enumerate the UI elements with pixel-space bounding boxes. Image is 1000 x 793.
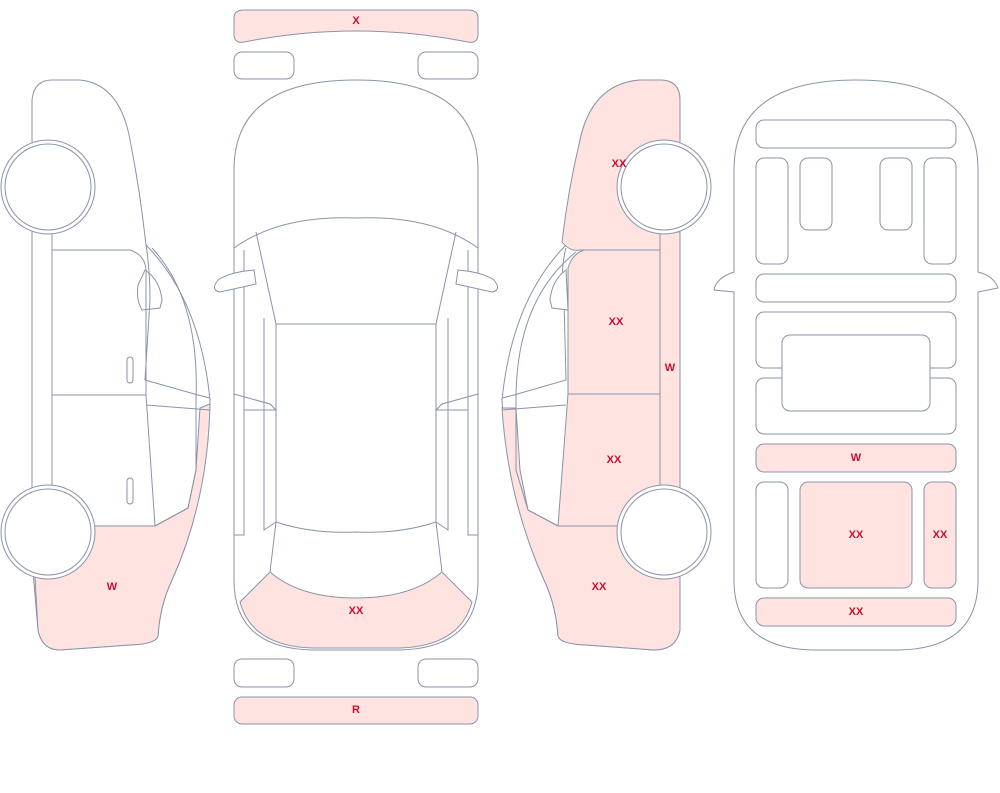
right-front-fender-label: XX bbox=[612, 158, 627, 170]
left-door-outline bbox=[52, 249, 156, 527]
left-rear-wheel-rim bbox=[4, 488, 92, 576]
rear-floor-strip-label: W bbox=[851, 452, 862, 464]
left-pillar-line bbox=[144, 244, 211, 399]
center-console bbox=[781, 334, 931, 412]
right-side-view: XX XX XX W XX bbox=[501, 79, 712, 651]
left-mirror bbox=[137, 269, 163, 311]
left-front-door-handle bbox=[126, 356, 134, 384]
right-door-line bbox=[435, 318, 449, 531]
right-body-line bbox=[467, 250, 478, 536]
front-left-seat bbox=[799, 157, 833, 231]
left-belt-top bbox=[233, 393, 278, 411]
front-left-footwell bbox=[755, 157, 789, 265]
trunk-floor-panel[interactable] bbox=[799, 481, 913, 589]
front-right-light bbox=[417, 51, 479, 80]
rear-floor-strip-panel[interactable] bbox=[755, 443, 957, 473]
right-a-pillar bbox=[435, 231, 457, 325]
front-bumper-panel[interactable] bbox=[233, 9, 479, 43]
left-a-pillar bbox=[255, 231, 277, 325]
left-window-line bbox=[151, 247, 197, 527]
left-side-view: W bbox=[0, 79, 211, 651]
front-right-footwell bbox=[923, 157, 957, 265]
rear-panel[interactable] bbox=[755, 597, 957, 627]
rear-window-line bbox=[233, 217, 479, 249]
front-left-light bbox=[233, 51, 295, 80]
right-belt-top bbox=[434, 393, 479, 411]
roof-panel bbox=[275, 323, 437, 533]
left-rear-door-handle bbox=[126, 477, 134, 505]
windshield-line bbox=[269, 521, 443, 573]
top-view: X XX R bbox=[214, 9, 498, 725]
rear-left-light bbox=[233, 658, 295, 688]
dashboard-panel bbox=[755, 119, 957, 149]
trunk-side-label: XX bbox=[933, 529, 948, 541]
center-crossmember bbox=[755, 273, 957, 303]
left-rear-quarter-panel[interactable] bbox=[31, 403, 211, 651]
left-rear-quarter-label: W bbox=[107, 581, 118, 593]
hood-panel[interactable] bbox=[239, 571, 473, 649]
left-body-line bbox=[234, 250, 245, 536]
front-bumper-label: X bbox=[352, 15, 360, 27]
right-front-wheel-rim bbox=[620, 143, 708, 231]
left-mirror-top bbox=[214, 269, 257, 293]
trunk-left-side bbox=[755, 481, 789, 589]
right-front-door-label: XX bbox=[609, 316, 624, 328]
left-door-line bbox=[263, 318, 277, 531]
interior-view: W XX XX XX bbox=[713, 79, 999, 651]
rear-bumper-panel[interactable] bbox=[233, 696, 479, 725]
right-window-line bbox=[515, 251, 577, 527]
left-belt-line bbox=[145, 404, 211, 411]
left-front-wheel-rim bbox=[4, 143, 92, 231]
trunk-floor-label: XX bbox=[849, 529, 864, 541]
rear-panel-label: XX bbox=[849, 606, 864, 618]
right-rear-quarter-label: XX bbox=[592, 581, 607, 593]
trunk-right-side-panel[interactable] bbox=[923, 481, 957, 589]
right-rear-door-label: XX bbox=[607, 454, 622, 466]
right-rear-quarter-panel[interactable] bbox=[501, 407, 681, 651]
rear-bumper-label: R bbox=[352, 704, 360, 716]
hood-label: XX bbox=[349, 605, 364, 617]
rear-right-light bbox=[417, 658, 479, 688]
front-right-seat bbox=[879, 157, 913, 231]
right-rocker-label: W bbox=[665, 362, 676, 374]
right-mirror-top bbox=[455, 269, 498, 293]
right-mirror bbox=[549, 269, 569, 311]
right-rear-wheel-rim bbox=[620, 488, 708, 576]
right-belt-line bbox=[501, 404, 567, 411]
